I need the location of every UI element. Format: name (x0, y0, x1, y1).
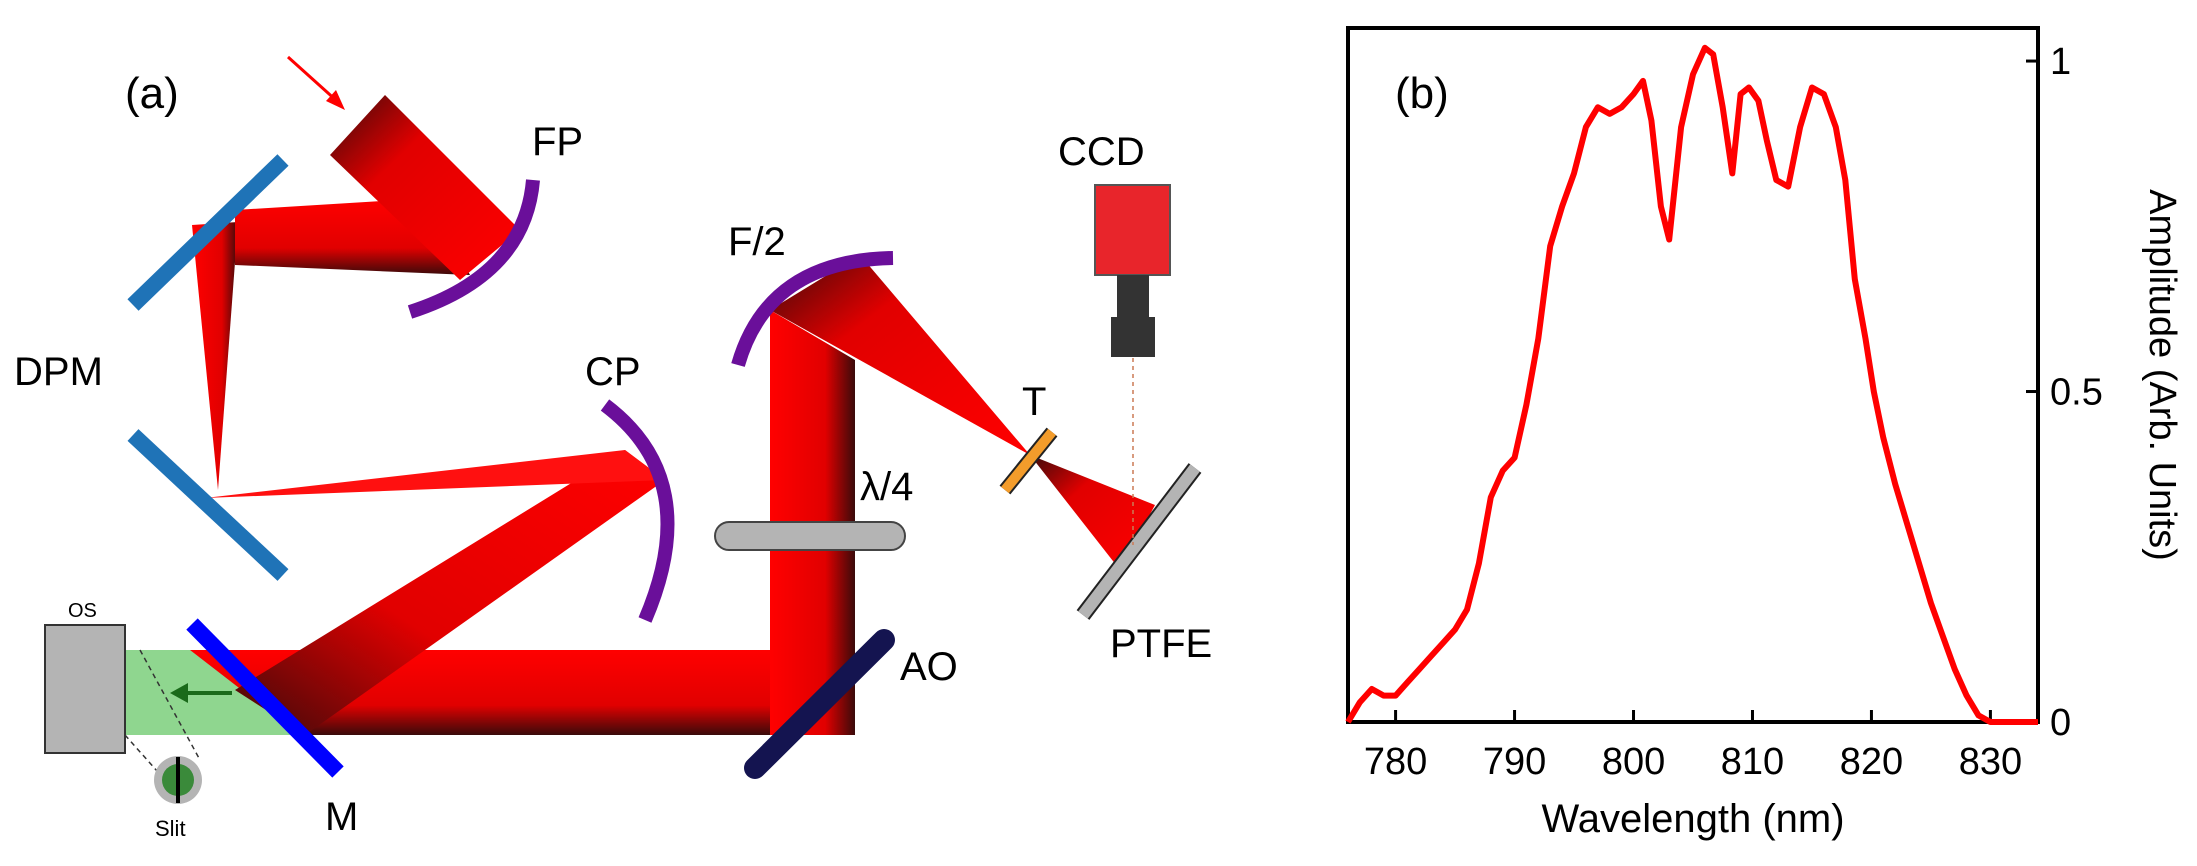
spectrum-line (1345, 44, 2038, 725)
plot-frame (1346, 26, 2040, 724)
label-fp: FP (532, 120, 583, 164)
x-tick-label: 800 (1602, 741, 1665, 783)
beam-target-to-ptfe (1030, 455, 1155, 570)
label-os: OS (68, 600, 97, 622)
panel-a-label: (a) (125, 69, 179, 118)
input-arrow (286, 55, 340, 104)
label-lambda4: λ/4 (860, 465, 913, 509)
label-m: M (325, 795, 358, 839)
fp-curved-mirror (407, 179, 540, 319)
label-dpm: DPM (14, 350, 103, 394)
ccd-camera-neck (1117, 275, 1149, 317)
probe-arrow-head (170, 683, 188, 703)
ccd-camera-lens (1111, 317, 1155, 357)
m-mirror (186, 618, 344, 778)
ao-mirror (744, 629, 895, 779)
dpm-mirror-upper (127, 154, 289, 311)
beam-f2-to-target (770, 255, 1030, 455)
y-tick-label: 0.5 (2050, 372, 2103, 414)
label-t: T (1022, 380, 1046, 424)
label-ao: AO (900, 645, 958, 689)
ccd-camera-body (1094, 184, 1171, 276)
dpm-mirror-lower (127, 429, 289, 581)
panel-b-label: (b) (1395, 69, 1449, 118)
label-ccd: CCD (1058, 130, 1145, 174)
label-slit: Slit (155, 816, 186, 841)
x-tick-label: 780 (1364, 741, 1427, 783)
cp-curved-mirror (600, 399, 675, 623)
y-tick-label: 1 (2050, 41, 2071, 83)
label-f2: F/2 (728, 220, 786, 264)
panel-b: 780 790 800 810 820 830 0 0.5 1 (b) Wavelength (… (1345, 26, 2183, 841)
label-cp: CP (585, 350, 641, 394)
input-beam (330, 95, 520, 280)
slit-dash-left (124, 734, 166, 781)
x-tick-label: 830 (1959, 741, 2022, 783)
x-tick-label: 820 (1840, 741, 1903, 783)
input-arrow-head (326, 90, 345, 110)
beam-between-dpm (192, 222, 238, 490)
collimated-beam-diagonal (235, 450, 665, 735)
ptfe-plate-fill (1078, 464, 1200, 619)
x-tick-label: 790 (1483, 741, 1546, 783)
target-plate-fill (1001, 428, 1056, 494)
y-axis-label: Amplitude (Arb. Units) (2141, 189, 2183, 561)
os-spectrometer (44, 624, 126, 754)
slit-dash-right (139, 649, 201, 761)
panel-a: (a) FP DPM CP F/2 CCD T λ/4 PTFE AO M OS… (14, 55, 1212, 841)
label-ptfe: PTFE (1110, 622, 1212, 666)
f2-curved-mirror (731, 251, 894, 367)
quarter-wave-plate (714, 521, 906, 551)
converging-beam-lower (205, 450, 665, 498)
x-tick-label: 810 (1721, 741, 1784, 783)
x-axis-label: Wavelength (nm) (1541, 797, 1844, 841)
y-tick-label: 0 (2050, 702, 2071, 744)
plot-ticks: 780 790 800 810 820 830 0 0.5 1 (1364, 41, 2103, 783)
